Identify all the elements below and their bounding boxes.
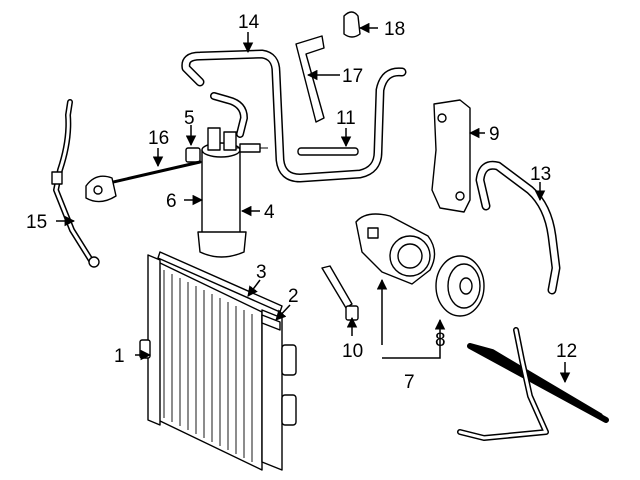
callout-4: 4 [264, 202, 275, 223]
condenser-fins [163, 270, 253, 462]
clip-18 [343, 11, 361, 38]
bracket-17 [295, 35, 325, 123]
callout-16: 16 [148, 128, 169, 149]
callout-12: 12 [556, 341, 577, 362]
support-10 [321, 265, 359, 321]
callout-17: 17 [342, 66, 363, 87]
pressure-switch [185, 147, 201, 163]
callout-7: 7 [404, 372, 415, 393]
compressor-bracket [431, 99, 471, 213]
callout-14: 14 [238, 12, 260, 33]
callout-18: 18 [384, 19, 405, 40]
pipe-15 [51, 99, 100, 268]
callout-13: 13 [530, 164, 551, 185]
callout-8: 8 [435, 330, 446, 351]
discharge-hose [475, 160, 561, 295]
tube-assembly [457, 327, 609, 441]
callout-9: 9 [489, 124, 500, 145]
seal-side [261, 314, 281, 331]
compressor-clutch [435, 255, 485, 317]
liquid-line [85, 160, 202, 203]
callout-labels: 1 2 3 4 5 6 7 8 9 10 11 12 13 14 15 16 1… [26, 12, 577, 393]
hose-sleeve [297, 147, 359, 156]
callout-15: 15 [26, 212, 47, 233]
compressor [355, 213, 436, 285]
suction-hose [181, 49, 407, 183]
callout-2: 2 [288, 286, 299, 307]
callout-11: 11 [336, 108, 356, 129]
callout-3: 3 [256, 262, 267, 283]
callout-6: 6 [166, 191, 177, 212]
callout-5: 5 [184, 108, 195, 129]
receiver-drier [197, 127, 268, 258]
leader-lines [56, 22, 571, 384]
condenser [139, 254, 297, 471]
callout-10: 10 [342, 341, 363, 362]
callout-1: 1 [114, 346, 125, 367]
